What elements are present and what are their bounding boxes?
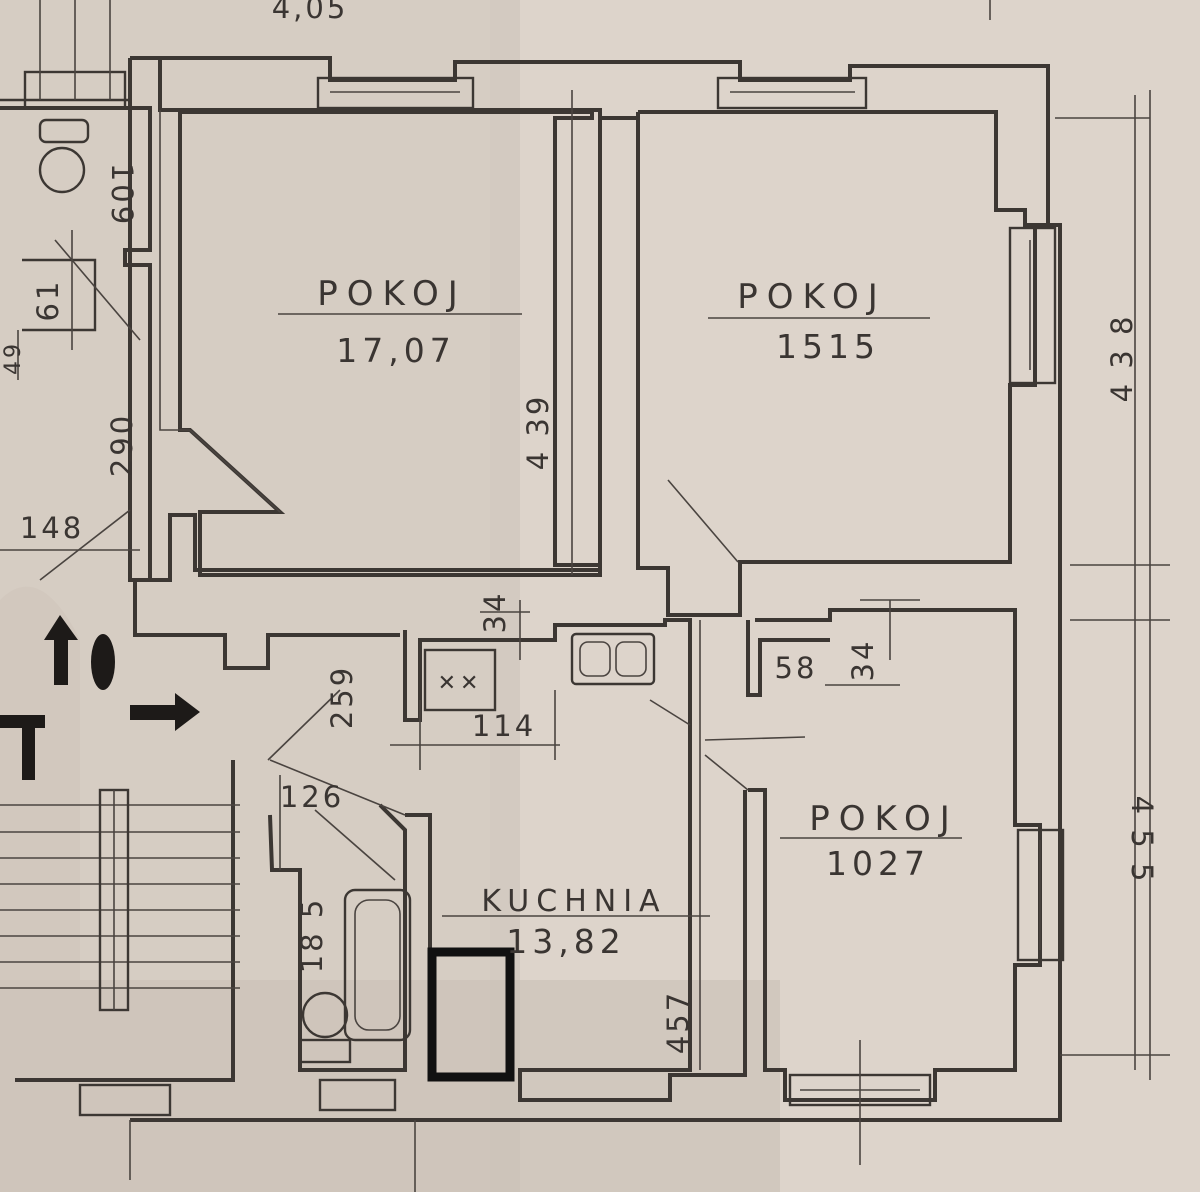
dim-455: 4 5 5 [1125,796,1159,885]
dim-114: 114 [472,709,536,743]
dim-126: 126 [280,780,344,814]
stove-icon [423,648,497,712]
room-kuchnia: ✕✕ [403,618,806,1102]
room-pokoj-1515 [598,76,1057,617]
dim-58: 58 [775,651,818,685]
dim-109: 109 [105,163,139,227]
door-mark-icon [91,634,115,690]
room-area-1: 17,07 [336,331,455,370]
hall-arrows [0,615,200,780]
dim-34-kitchen: 34 [478,591,512,634]
room-area-2: 1515 [776,327,880,366]
dim-61: 61 [31,279,65,322]
room-area-3: 1027 [826,844,930,883]
hallway [0,509,400,1082]
sink-round-icon [38,146,86,194]
toilet-icon [301,991,349,1039]
stove-burners-glyph: ✕✕ [438,671,483,696]
room-pokoj-1707 [159,76,602,577]
dim-259: 259 [325,665,359,729]
dim-49: 49 [1,341,26,375]
arrow-right-icon [130,693,200,731]
arrow-up-icon [44,615,78,685]
sink-icon [570,632,656,686]
highlight-marker-rect [427,947,515,1082]
dim-457: 457 [661,990,695,1054]
wc-room [0,70,152,580]
paper-shadow-bottom [0,980,780,1192]
room-name-3: POKOJ [809,799,959,839]
staircase [0,788,240,1117]
dim-34-room: 34 [846,639,880,682]
room-area-4: 13,82 [506,922,625,961]
dim-185: 18 5 [295,897,329,974]
dimension-lines [17,0,1170,1192]
room-pokoj-1027 [704,608,1065,1107]
arrow-left-icon [0,715,45,780]
dim-148: 148 [20,511,84,545]
room-name-2: POKOJ [737,277,887,317]
dim-439: 4 39 [521,394,555,471]
dim-290: 290 [105,413,139,477]
room-name-4: KUCHNIA [481,884,666,919]
bathroom [268,759,412,1112]
bathtub-icon [343,888,412,1042]
dim-top: 4,05 [272,0,349,25]
room-name-1: POKOJ [317,274,467,314]
dim-438: 4 3 8 [1105,314,1139,403]
